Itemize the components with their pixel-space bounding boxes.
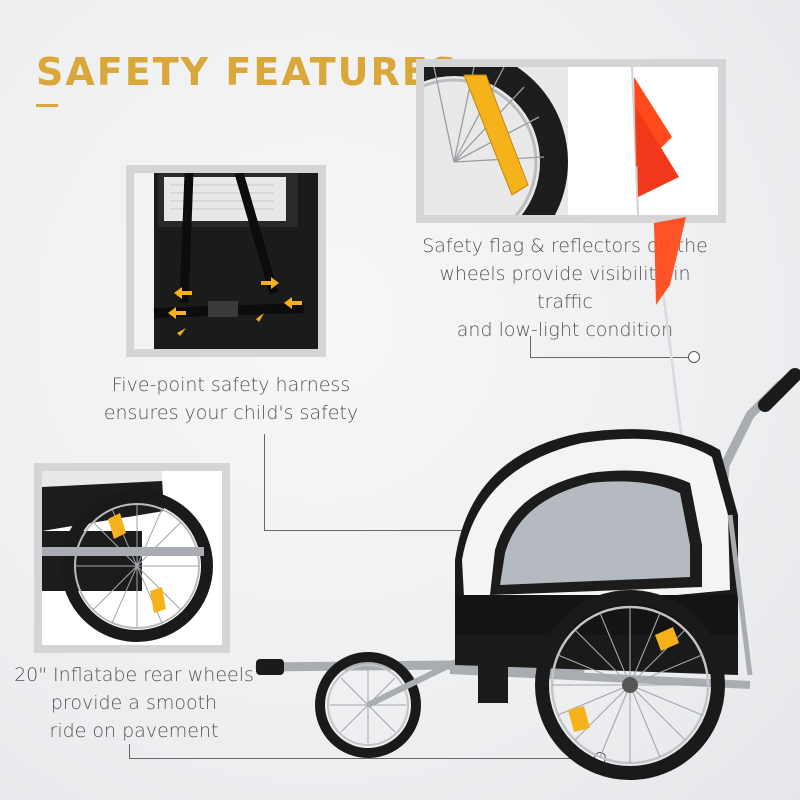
caption-line: 20" Inflatabe rear wheels xyxy=(14,664,254,686)
caption-line: ensures your child's safety xyxy=(103,402,359,424)
caption-harness: Five-point safety harness ensures your c… xyxy=(96,371,366,427)
caption-line: and low-light condition xyxy=(456,319,674,341)
caption-line: Safety flag & reflectors on the xyxy=(422,235,708,257)
leader-wheel-horizontal xyxy=(129,758,597,759)
leader-flag-dot xyxy=(688,351,700,363)
inset-rear-wheel xyxy=(34,463,230,653)
caption-line: wheels provide visibility in traffic xyxy=(439,263,691,313)
reflector-wheel-photo xyxy=(424,67,568,215)
caption-line: ride on pavement xyxy=(49,720,219,742)
inset-harness xyxy=(126,165,326,357)
title-underline xyxy=(36,104,58,107)
leader-flag-horizontal xyxy=(530,357,690,358)
inset-flag-reflectors xyxy=(416,59,726,223)
five-point-harness-photo xyxy=(134,173,318,349)
caption-rear-wheels: 20" Inflatabe rear wheels provide a smoo… xyxy=(14,661,254,745)
caption-line: provide a smooth xyxy=(50,692,218,714)
caption-flag-reflectors: Safety flag & reflectors on the wheels p… xyxy=(410,232,720,344)
leader-wheel-vertical xyxy=(129,744,130,758)
red-safety-flag-photo xyxy=(574,67,718,215)
leader-harness-vertical xyxy=(264,434,265,530)
bike-trailer-photo xyxy=(255,217,800,780)
leader-flag-vertical xyxy=(530,336,531,358)
caption-line: Five-point safety harness xyxy=(111,374,351,396)
page-title: SAFETY FEATURES xyxy=(36,50,460,94)
rear-wheel-photo xyxy=(42,471,222,645)
